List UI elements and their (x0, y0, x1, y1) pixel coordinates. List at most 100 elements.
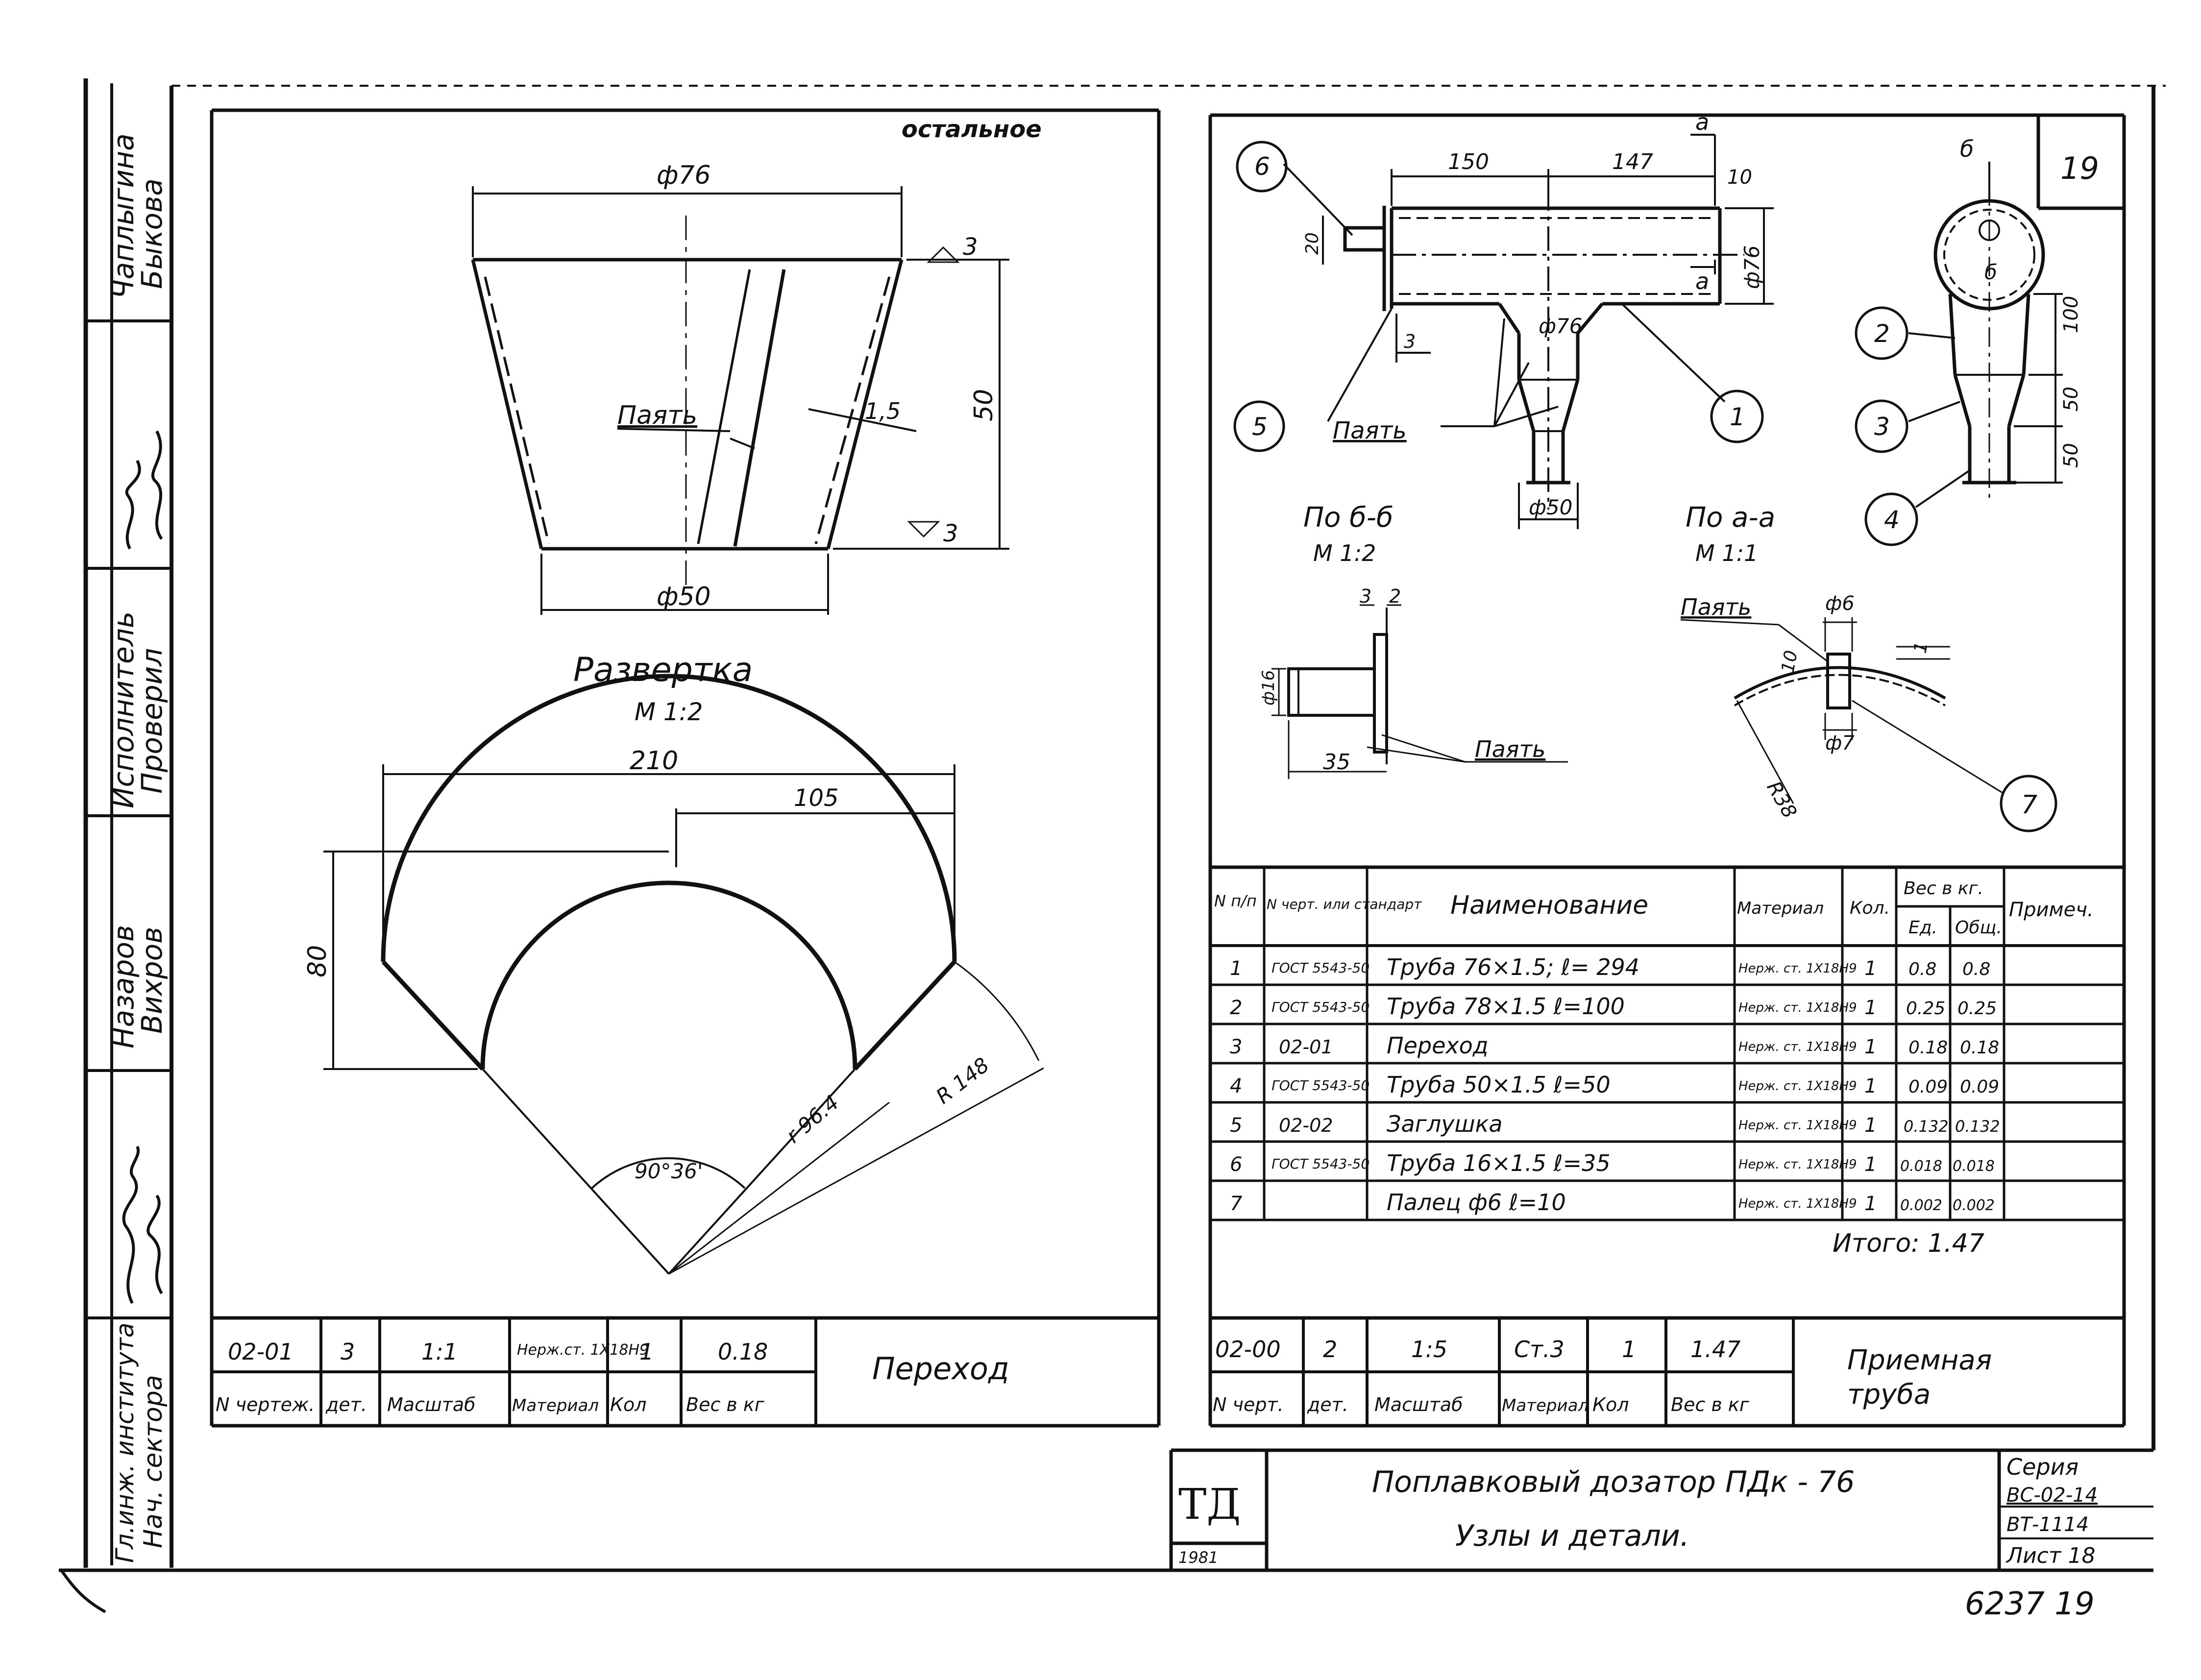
tee-dim-10: 10 (1727, 166, 1752, 189)
main-title-line2: Узлы и детали. (1455, 1519, 1689, 1553)
bb-dim-2: 2 (1389, 585, 1401, 607)
tee-dim-d76b: ф76 (1539, 314, 1582, 338)
main-series-value: ВС-02-14 (2006, 1484, 2098, 1507)
ltb-h-material: Материал (512, 1396, 599, 1415)
spec-r2-num: 2 (1230, 997, 1242, 1019)
rtb-part: 2 (1323, 1336, 1337, 1363)
ltb-h-scale: Масштаб (387, 1394, 476, 1415)
main-series-label: Серия (2006, 1454, 2079, 1480)
stamp-role-5: Гл.инж. института (111, 1322, 139, 1563)
callout-5: 5 (1252, 413, 1268, 441)
stamp-name-5: Нач. сектора (139, 1375, 168, 1548)
main-title-line1: Поплавковый дозатор ПДк - 76 (1372, 1465, 1855, 1499)
corner-note: остальное (902, 116, 1042, 143)
dev-dim-width: 210 (630, 746, 678, 776)
rtb-h-part: дет. (1307, 1394, 1348, 1415)
spec-r1-material: Нерж. ст. 1Х18Н9 (1738, 961, 1857, 976)
dev-dim-half: 105 (794, 784, 839, 812)
inventory-number: 6237 19 (1965, 1586, 2095, 1622)
rtb-h-drawing: N черт. (1213, 1394, 1284, 1415)
spec-r1-num: 1 (1230, 957, 1242, 980)
ltb-part: 3 (341, 1339, 355, 1365)
spec-r1-total: 0.8 (1962, 959, 1990, 979)
spec-r1-doc: ГОСТ 5543-50 (1272, 960, 1370, 976)
tee-dim-d76: ф76 (1740, 245, 1764, 289)
sheet-number: 19 (2060, 150, 2099, 186)
ltb-part-name: Переход (872, 1351, 1009, 1387)
cone-roughness-bottom: 3 (943, 520, 958, 547)
tee-assembly (1343, 206, 1722, 485)
spec-r5-material: Нерж. ст. 1Х18Н9 (1738, 1118, 1857, 1133)
dev-dim-height: 80 (303, 945, 332, 977)
right-panel-frame (1208, 113, 2126, 1428)
ltb-h-part: дет. (325, 1394, 367, 1415)
spec-r3-unit: 0.18 (1908, 1038, 1948, 1058)
view-aa-title: По а-а (1686, 502, 1775, 534)
corner-flourish (60, 1569, 106, 1613)
bb-dim-16: ф16 (1259, 670, 1278, 706)
cone-dim-bottom: ф50 (657, 582, 711, 611)
tee-dim-d50: ф50 (1529, 495, 1572, 519)
spec-r5-qty: 1 (1864, 1114, 1877, 1137)
cone-dim-height: 50 (969, 389, 999, 421)
callout-4: 4 (1884, 506, 1900, 534)
rtb-name-1: Приемная (1847, 1344, 1992, 1376)
signature-marks (122, 430, 163, 1304)
rtb-scale: 1:5 (1411, 1336, 1447, 1363)
callout-3: 3 (1874, 413, 1890, 441)
tee-hidden-lines (1392, 186, 1744, 510)
spec-r6-name: Труба 16×1.5 ℓ=35 (1387, 1150, 1611, 1176)
spec-r3-material: Нерж. ст. 1Х18Н9 (1738, 1040, 1857, 1054)
side-section-b2: б (1984, 260, 1997, 284)
spec-h-num: N п/п (1214, 892, 1257, 910)
spec-r6-num: 6 (1230, 1153, 1242, 1176)
spec-r5-unit: 0.132 (1904, 1117, 1949, 1136)
stamp-role-3: Исполнитель (107, 611, 140, 808)
spec-r3-doc: 02-01 (1279, 1036, 1333, 1058)
rtb-h-weight: Вес в кг (1671, 1394, 1750, 1415)
spec-r4-material: Нерж. ст. 1Х18Н9 (1738, 1079, 1857, 1094)
right-title-block-values: 02-00 2 1:5 Ст.3 1 1.47 N черт. дет. Мас… (1213, 1336, 1992, 1415)
stamp-role-4: Назаров (107, 925, 140, 1048)
spec-r7-num: 7 (1230, 1193, 1243, 1215)
rtb-h-material: Материал (1502, 1396, 1589, 1415)
rtb-weight: 1.47 (1690, 1336, 1740, 1363)
aa-dim-7: ф7 (1825, 732, 1855, 755)
ltb-h-weight: Вес в кг (686, 1394, 765, 1415)
sheet-frame (59, 78, 2166, 1572)
spec-table-rows: 1 ГОСТ 5543-50 Труба 76×1.5; ℓ= 294 Нерж… (1230, 954, 2000, 1216)
cone-dimensions (472, 186, 1009, 615)
spec-r2-total: 0.25 (1957, 998, 1997, 1019)
cone-view (471, 216, 904, 588)
left-title-block-grid (212, 1318, 817, 1426)
view-bb-title: По б-б (1303, 502, 1393, 534)
section-aa (1680, 617, 2005, 804)
left-title-block-values: 02-01 3 1:1 Нерж.ст. 1Х18Н9 1 0.18 N чер… (216, 1339, 1009, 1415)
stamp-name-4: Вихров (135, 927, 169, 1034)
spec-h-unit: Ед. (1908, 918, 1937, 938)
spec-r6-qty: 1 (1864, 1153, 1877, 1176)
spec-r2-material: Нерж. ст. 1Х18Н9 (1738, 1000, 1857, 1015)
callout-1: 1 (1730, 403, 1745, 431)
ltb-material: Нерж.ст. 1Х18Н9 (517, 1341, 649, 1359)
callout-circles (1233, 141, 2057, 832)
dev-angle: 90°36' (635, 1159, 703, 1183)
development-dimensions (323, 764, 955, 1070)
spec-table-grid (1210, 865, 2124, 1221)
side-dim-100: 100 (2060, 296, 2082, 333)
left-panel-frame (210, 108, 1161, 1428)
spec-r6-doc: ГОСТ 5543-50 (1272, 1156, 1370, 1172)
callout-7: 7 (2021, 790, 2037, 820)
side-dim-50b: 50 (2060, 443, 2082, 468)
spec-r4-doc: ГОСТ 5543-50 (1272, 1077, 1370, 1094)
ltb-h-qty: Кол (610, 1394, 647, 1415)
spec-r5-name: Заглушка (1387, 1111, 1503, 1137)
spec-r4-unit: 0.09 (1908, 1077, 1948, 1097)
ltb-qty: 1 (639, 1339, 654, 1365)
tee-dim-20: 20 (1302, 232, 1322, 255)
spec-r1-name: Труба 76×1.5; ℓ= 294 (1387, 954, 1639, 980)
cone-roughness-top: 3 (963, 233, 978, 261)
spec-r2-qty: 1 (1864, 997, 1877, 1019)
rtb-qty: 1 (1622, 1336, 1636, 1363)
tee-dim-150: 150 (1448, 149, 1489, 174)
